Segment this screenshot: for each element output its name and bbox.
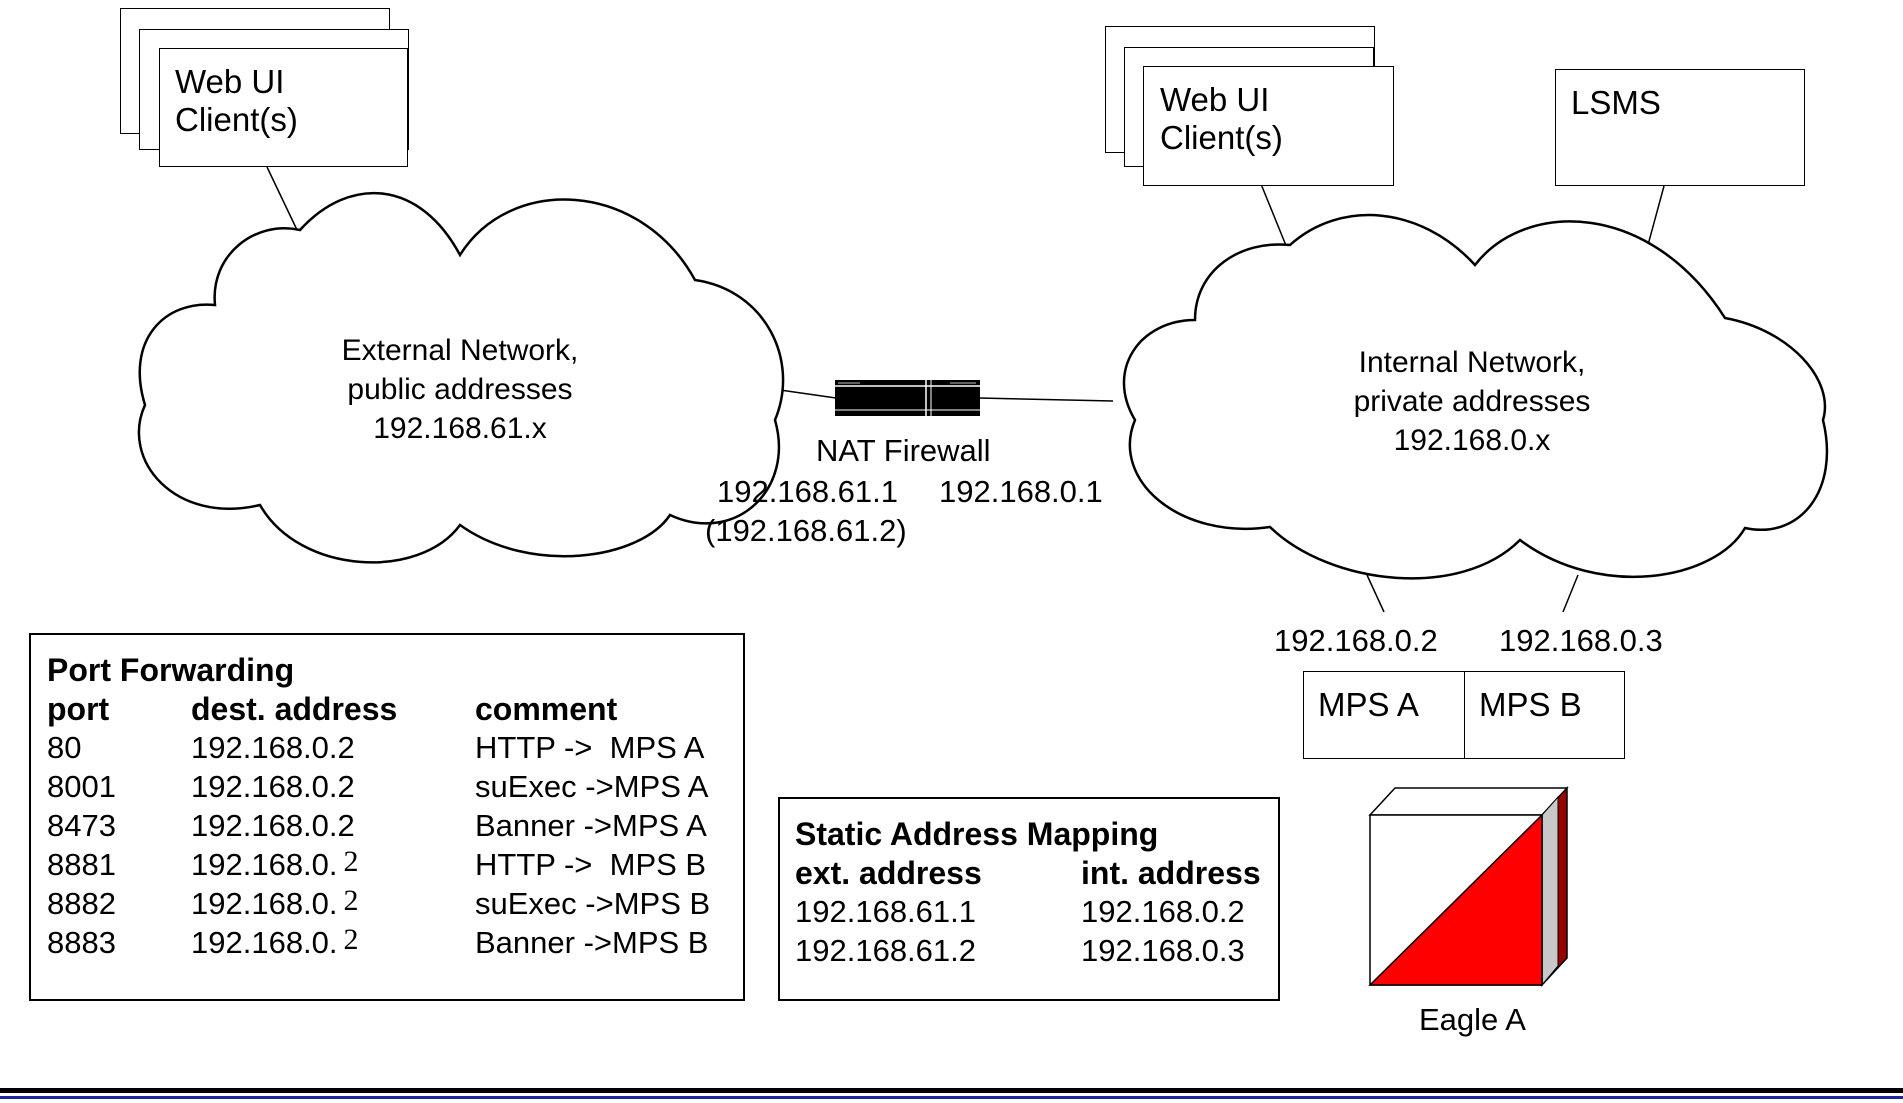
footer-rule: [0, 1088, 1903, 1093]
footer-rule-blue: [0, 1096, 1903, 1099]
internal-client-label: Web UI Client(s): [1160, 81, 1283, 156]
eagle-label: Eagle A: [1419, 1002, 1526, 1037]
pf-port: 8473: [47, 808, 116, 843]
pf-port: 8001: [47, 769, 116, 804]
pf-comment: suExec ->MPS A: [475, 769, 709, 804]
mps-a-box: MPS A: [1303, 671, 1465, 759]
external-network-cloud: [137, 191, 785, 564]
firewall-external-ip: 192.168.61.1: [717, 474, 899, 509]
link-external-client: [266, 166, 299, 233]
pf-dest-suffix: 2: [343, 845, 359, 878]
pf-dest: 192.168.0.2: [191, 923, 359, 961]
internal-network-name: Internal Network,: [1358, 346, 1586, 379]
pf-dest-suffix: 2: [343, 884, 359, 917]
pf-port: 8883: [47, 925, 116, 960]
pf-dest-suffix: 2: [343, 923, 359, 956]
link-mps-a: [1366, 574, 1385, 613]
port-forwarding-title: Port Forwarding: [47, 652, 295, 688]
pf-comment: suExec ->MPS B: [475, 886, 711, 921]
static-mapping-title: Static Address Mapping: [795, 816, 1159, 852]
pf-port: 8881: [47, 847, 116, 882]
lsms-box: LSMS: [1555, 69, 1805, 186]
pf-dest-text: 192.168.0.2: [191, 769, 355, 804]
pf-dest: 192.168.0.2: [191, 730, 361, 766]
pf-comment: HTTP -> MPS B: [475, 847, 707, 882]
external-network-label: External Network, public addresses 192.1…: [310, 331, 610, 448]
link-mps-b: [1562, 574, 1579, 613]
pf-dest: 192.168.0.2: [191, 808, 361, 844]
internal-network-cloud: [1122, 213, 1829, 580]
pf-header-port: port: [47, 691, 110, 727]
external-network-name: External Network,: [341, 334, 579, 367]
static-mapping-panel: Static Address Mapping ext. address int.…: [778, 797, 1280, 1001]
pf-dest: 192.168.0.2: [191, 845, 359, 883]
pf-port: 80: [47, 730, 82, 765]
pf-dest: 192.168.0.2: [191, 769, 361, 805]
pf-dest: 192.168.0.2: [191, 884, 359, 922]
mps-a-label: MPS A: [1318, 686, 1419, 723]
link-firewall-internal: [978, 397, 1114, 402]
pf-dest-text: 192.168.0.: [191, 847, 338, 882]
sm-int: 192.168.0.3: [1081, 933, 1245, 968]
link-internal-client: [1260, 183, 1288, 249]
firewall-internal-ip: 192.168.0.1: [939, 474, 1103, 509]
pf-comment: HTTP -> MPS A: [475, 730, 705, 765]
sm-header-ext: ext. address: [795, 855, 982, 891]
external-network-desc: public addresses: [347, 373, 573, 406]
external-network-subnet: 192.168.61.x: [373, 412, 547, 445]
internal-network-subnet: 192.168.0.x: [1393, 424, 1551, 457]
mps-a-ip: 192.168.0.2: [1274, 623, 1438, 658]
pf-header-dest: dest. address: [191, 691, 398, 727]
internal-network-label: Internal Network, private addresses 192.…: [1322, 343, 1622, 460]
lsms-label: LSMS: [1571, 84, 1661, 121]
eagle-cube-icon: [1368, 786, 1569, 987]
mps-b-label: MPS B: [1479, 686, 1582, 723]
external-client-box: Web UI Client(s): [159, 48, 408, 167]
sm-ext: 192.168.61.1: [795, 894, 977, 929]
port-forwarding-panel: Port Forwarding port dest. address comme…: [29, 633, 745, 1001]
pf-comment: Banner ->MPS A: [475, 808, 707, 843]
internal-network-desc: private addresses: [1353, 385, 1591, 418]
mps-b-box: MPS B: [1464, 671, 1625, 759]
sm-ext: 192.168.61.2: [795, 933, 977, 968]
firewall-device: [835, 380, 980, 416]
pf-dest-text: 192.168.0.: [191, 925, 338, 960]
internal-client-box: Web UI Client(s): [1143, 66, 1394, 186]
sm-header-int: int. address: [1081, 855, 1261, 891]
firewall-external-ip-alt: (192.168.61.2): [705, 513, 907, 548]
firewall-label: NAT Firewall: [816, 433, 991, 468]
pf-dest-text: 192.168.0.2: [191, 808, 355, 843]
external-client-label: Web UI Client(s): [175, 63, 298, 138]
pf-header-comment: comment: [475, 691, 618, 727]
pf-port: 8882: [47, 886, 116, 921]
link-external-firewall: [779, 389, 837, 399]
pf-comment: Banner ->MPS B: [475, 925, 709, 960]
pf-dest-text: 192.168.0.: [191, 886, 338, 921]
link-lsms: [1647, 185, 1665, 246]
sm-int: 192.168.0.2: [1081, 894, 1245, 929]
pf-dest-text: 192.168.0.2: [191, 730, 355, 765]
mps-b-ip: 192.168.0.3: [1499, 623, 1663, 658]
